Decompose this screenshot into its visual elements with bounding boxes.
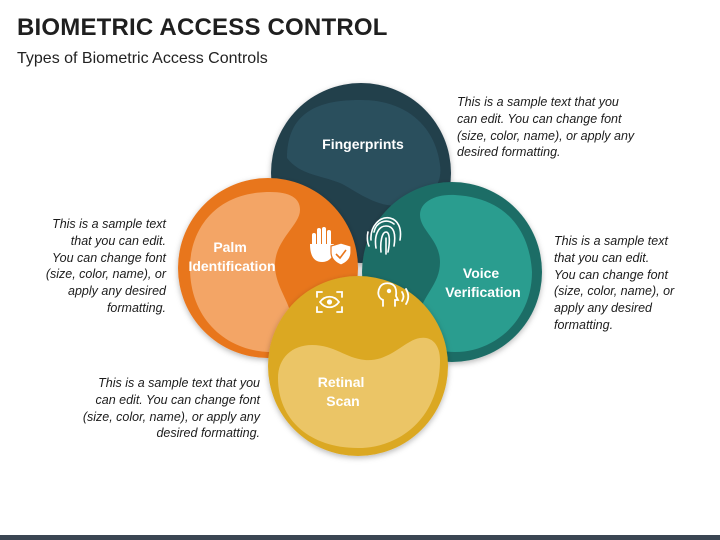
- bottom-bar: [0, 535, 720, 540]
- palm-description: This is a sample text that you can edit.…: [45, 217, 166, 315]
- eye-scan-icon: [316, 291, 343, 313]
- palm-label: Palm Identification: [188, 239, 275, 274]
- fingerprint-icon: [366, 216, 402, 255]
- fingerprints-inner-lobe: [287, 100, 441, 206]
- retinal-description: This is a sample text that you can edit.…: [82, 376, 260, 441]
- page-title: BIOMETRIC ACCESS CONTROL: [17, 14, 388, 41]
- page-subtitle: Types of Biometric Access Controls: [17, 50, 268, 67]
- retinal-label: Retinal Scan: [318, 374, 369, 409]
- retinal-inner-lobe: [278, 337, 440, 448]
- voice-inner-lobe: [417, 194, 532, 352]
- palm-inner-lobe: [190, 192, 300, 352]
- fingerprints-description: This is a sample text that you can edit.…: [457, 95, 635, 160]
- hand-shield-icon: [310, 227, 352, 266]
- voice-label: Voice Verification: [445, 265, 520, 300]
- voice-description: This is a sample text that you can edit.…: [554, 234, 675, 332]
- fingerprints-label: Fingerprints: [322, 136, 404, 152]
- segment-retinal[interactable]: [268, 276, 448, 456]
- voice-head-icon: [377, 282, 410, 307]
